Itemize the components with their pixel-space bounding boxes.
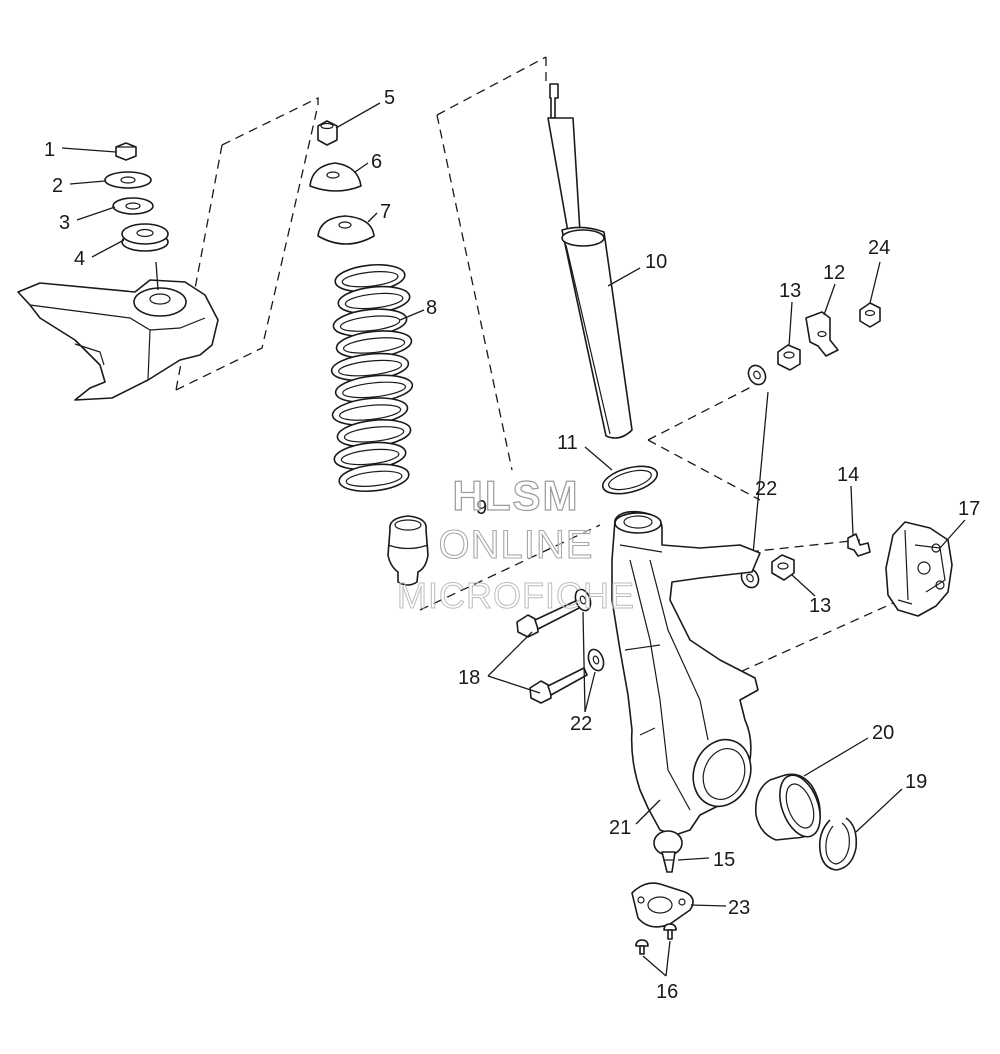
spring-top-parts [309,120,375,245]
part-3-washer[interactable] [112,197,154,215]
part-13-nut-lower[interactable] [771,554,795,581]
part-16-screw-right[interactable] [663,923,677,940]
part-23-plate[interactable] [631,882,694,928]
callout-6: 6 [371,151,382,173]
part-11-o-ring[interactable] [600,461,660,499]
alignment-lines [175,56,901,691]
callout-16: 16 [656,981,678,1003]
callout-8: 8 [426,297,437,319]
part-19-circlip[interactable] [818,817,858,871]
part-6-bump-cap[interactable] [309,162,362,192]
part-9-bump-stop[interactable] [387,515,429,586]
spring-coil-inner [342,381,407,399]
callout-3: 3 [59,212,70,234]
callout-17: 17 [958,498,980,520]
part-21-steering-knuckle[interactable] [611,510,761,836]
callout-19: 19 [905,771,927,793]
callout-12: 12 [823,262,845,284]
upper-mount-stack [104,142,169,252]
spring-coil-inner [339,315,401,332]
watermark: HLSM ONLINE MICROFICHE [397,471,635,616]
part-17-brake-caliper[interactable] [885,521,953,617]
watermark-line-1: HLSM [453,472,580,519]
spring-coil-inner [343,426,405,443]
callout-20: 20 [872,722,894,744]
callout-24: 24 [868,237,890,259]
callout-9: 9 [476,497,487,519]
callout-labels: 1 2 3 4 5 6 7 8 9 10 11 12 13 13 14 15 1… [44,87,980,1003]
callout-5: 5 [384,87,395,109]
spring-coil-inner [343,337,406,354]
callout-7: 7 [380,201,391,223]
spring-coil-inner [345,470,403,487]
callout-21: 21 [609,817,631,839]
callout-22-lower: 22 [570,713,592,735]
part-8-coil-spring[interactable] [330,262,414,495]
part-24-nut[interactable] [859,302,881,328]
spring-coil-inner [344,292,404,310]
part-12-clip[interactable] [805,311,839,357]
callout-23: 23 [728,897,750,919]
part-15-ball-joint[interactable] [653,830,683,873]
spring-coil-inner [340,448,400,466]
part-5-nut[interactable] [317,120,338,146]
part-22-washer-mid-upper[interactable] [573,587,594,612]
part-4-rubber-mount[interactable] [121,223,169,252]
part-1-nut[interactable] [115,142,137,161]
spring-coil-inner [338,359,403,377]
part-18-bolt-lower[interactable] [529,667,588,704]
watermark-line-3: MICROFICHE [397,575,635,616]
upper-bracket-frame [17,261,219,401]
callout-13-upper: 13 [779,280,801,302]
part-14-bolt[interactable] [847,533,871,557]
callout-10: 10 [645,251,667,273]
callout-14: 14 [837,464,859,486]
spring-coil-inner [339,404,402,421]
callout-22-upper: 22 [755,478,777,500]
part-22-washer-upper[interactable] [745,362,769,387]
callout-4: 4 [74,248,85,270]
callout-1: 1 [44,139,55,161]
callout-2: 2 [52,175,63,197]
callout-13-lower: 13 [809,595,831,617]
part-7-spring-seat[interactable] [317,215,375,245]
leader-lines [61,102,966,977]
part-10-shock-absorber[interactable] [547,83,633,439]
callout-18: 18 [458,667,480,689]
callout-11: 11 [557,432,578,454]
callout-15: 15 [713,849,735,871]
spring-coil-inner [341,271,399,288]
part-2-washer[interactable] [104,171,152,189]
part-16-screw-left[interactable] [635,939,649,955]
part-20-wheel-bearing[interactable] [754,770,828,842]
part-13-nut-upper[interactable] [777,344,801,371]
watermark-line-2: ONLINE [439,523,594,567]
part-22-washer-mid-lower[interactable] [586,647,607,672]
